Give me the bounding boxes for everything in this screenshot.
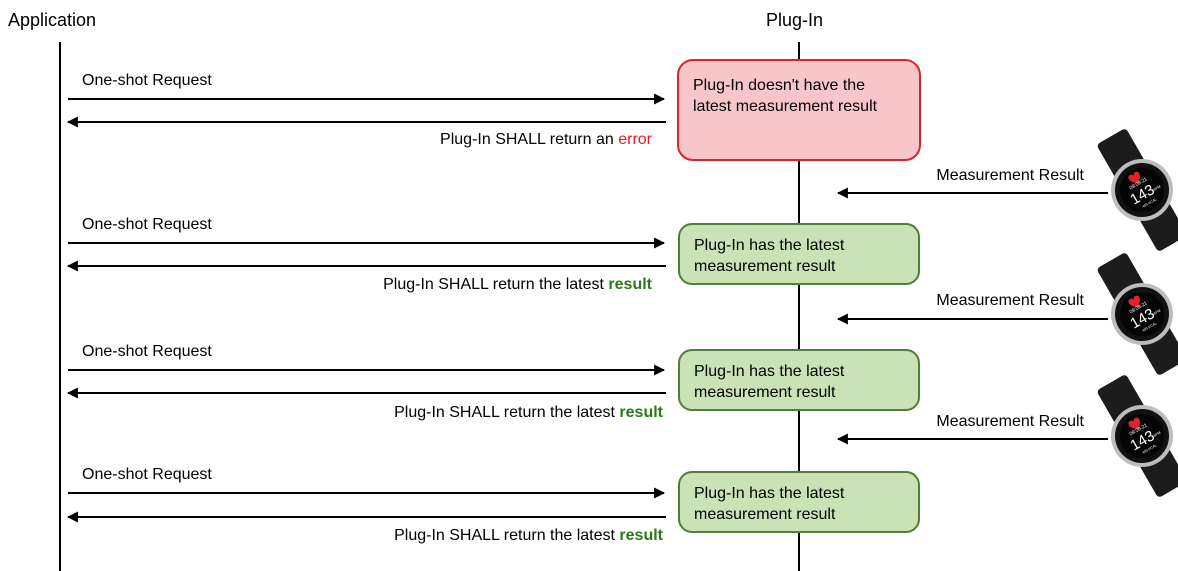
error-state-box: Plug-In doesn't have the latest measurem… <box>677 59 921 161</box>
error-word: error <box>618 131 652 148</box>
application-lane-title: Application <box>8 10 97 30</box>
ok-state-box: Plug-In has the latest measurement resul… <box>678 349 920 411</box>
svg-text:403 KCAL: 403 KCAL <box>1142 321 1158 332</box>
result-word: result <box>619 404 663 421</box>
smartwatch-icon: 09:08:21 143 BPM 403 KCAL <box>1097 375 1178 497</box>
reply-label: Plug-In SHALL return the latest result <box>383 276 652 294</box>
result-word: result <box>619 527 663 544</box>
reply-label-prefix: Plug-In SHALL return the latest <box>394 527 620 544</box>
ok-state-box: Plug-In has the latest measurement resul… <box>678 223 920 285</box>
svg-text:403 KCAL: 403 KCAL <box>1142 443 1158 454</box>
svg-text:BPM: BPM <box>1153 309 1162 316</box>
plugin-lane-title: Plug-In <box>766 10 824 30</box>
measurement-label: Measurement Result <box>936 292 1084 309</box>
smartwatch-icon: 09:08:21 143 BPM 403 KCAL <box>1097 129 1178 251</box>
request-label: One-shot Request <box>82 466 212 483</box>
reply-label: Plug-In SHALL return the latest result <box>394 404 663 422</box>
measurement-label: Measurement Result <box>936 413 1084 430</box>
reply-label: Plug-In SHALL return the latest result <box>394 527 663 545</box>
svg-text:BPM: BPM <box>1153 185 1162 192</box>
reply-label-prefix: Plug-In SHALL return an <box>440 131 619 148</box>
request-label: One-shot Request <box>82 343 212 360</box>
svg-text:BPM: BPM <box>1153 431 1162 438</box>
result-word: result <box>608 276 652 293</box>
ok-state-box: Plug-In has the latest measurement resul… <box>678 471 920 533</box>
reply-label: Plug-In SHALL return an error <box>440 131 652 149</box>
request-label: One-shot Request <box>82 216 212 233</box>
request-label: One-shot Request <box>82 72 212 89</box>
reply-label-prefix: Plug-In SHALL return the latest <box>383 276 609 293</box>
smartwatch-icon: 09:08:21 143 BPM 403 KCAL <box>1097 253 1178 375</box>
measurement-label: Measurement Result <box>936 167 1084 184</box>
reply-label-prefix: Plug-In SHALL return the latest <box>394 404 620 421</box>
svg-text:403 KCAL: 403 KCAL <box>1142 197 1158 208</box>
